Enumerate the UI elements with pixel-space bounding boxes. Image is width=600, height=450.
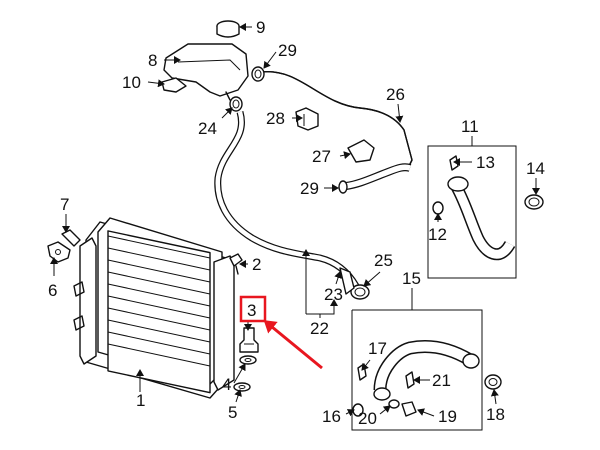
callout-29-lower: 29 bbox=[300, 179, 319, 198]
callout-8: 8 bbox=[148, 51, 157, 70]
highlight-arrow bbox=[263, 320, 323, 370]
callout-10: 10 bbox=[122, 73, 141, 92]
clamp-part-29-upper bbox=[251, 66, 265, 82]
callout-21: 21 bbox=[432, 371, 451, 390]
callout-14: 14 bbox=[526, 159, 545, 178]
highlight-part-3 bbox=[239, 295, 323, 370]
callout-29-upper: 29 bbox=[278, 41, 297, 60]
callout-5: 5 bbox=[228, 403, 237, 422]
callout-9: 9 bbox=[256, 18, 265, 37]
callout-1: 1 bbox=[136, 391, 145, 410]
callout-6: 6 bbox=[48, 281, 57, 300]
hose-part-26 bbox=[261, 71, 413, 169]
bracket-part-10 bbox=[161, 77, 187, 93]
washer-part-20 bbox=[388, 399, 400, 409]
callout-19: 19 bbox=[438, 407, 457, 426]
callout-18: 18 bbox=[486, 405, 505, 424]
callout-24: 24 bbox=[198, 119, 217, 138]
hose-part-29-lower bbox=[338, 163, 412, 194]
hose-part-11 bbox=[447, 176, 516, 261]
expansion-tank-part-8 bbox=[163, 43, 249, 105]
callout-2: 2 bbox=[252, 255, 261, 274]
washer-part-4 bbox=[239, 355, 257, 365]
clamp-part-24 bbox=[229, 96, 243, 112]
bracket-part-27 bbox=[347, 139, 375, 163]
drain-plug-part-3 bbox=[239, 327, 259, 353]
sensor-part-19 bbox=[401, 401, 417, 417]
callout-23: 23 bbox=[324, 285, 343, 304]
callout-22: 22 bbox=[310, 319, 329, 338]
group-box-part-15 bbox=[351, 309, 483, 431]
bleed-hose bbox=[214, 111, 360, 288]
clamp-part-12 bbox=[432, 201, 444, 215]
callout-20: 20 bbox=[358, 409, 377, 428]
clip-part-7 bbox=[61, 229, 81, 247]
clip-part-21 bbox=[405, 371, 415, 389]
cap-part-9 bbox=[216, 20, 240, 38]
hose-part-15 bbox=[373, 340, 480, 401]
radiator bbox=[73, 217, 235, 399]
leader-lines bbox=[50, 23, 540, 417]
clamp-part-14 bbox=[524, 194, 544, 210]
callout-labels: 1 2 3 4 5 6 7 8 9 10 11 12 13 14 15 16 1… bbox=[48, 18, 545, 428]
bracket-part-6 bbox=[47, 241, 71, 263]
callout-4: 4 bbox=[222, 375, 231, 394]
callout-27: 27 bbox=[312, 147, 331, 166]
callout-13: 13 bbox=[476, 153, 495, 172]
bracket-part-28 bbox=[295, 107, 319, 131]
callout-16: 16 bbox=[322, 407, 341, 426]
callout-28: 28 bbox=[266, 109, 285, 128]
callout-17: 17 bbox=[368, 339, 387, 358]
callout-12: 12 bbox=[428, 225, 447, 244]
clamp-part-25 bbox=[350, 284, 370, 300]
washer-part-5 bbox=[233, 382, 251, 392]
clamp-part-18 bbox=[484, 374, 502, 390]
callout-15: 15 bbox=[402, 269, 421, 288]
callout-25: 25 bbox=[374, 251, 393, 270]
clip-part-13 bbox=[449, 155, 459, 171]
callout-3: 3 bbox=[247, 301, 256, 320]
hose-end-part-23 bbox=[339, 267, 355, 295]
highlight-box bbox=[239, 295, 267, 323]
callout-7: 7 bbox=[60, 195, 69, 214]
callout-11: 11 bbox=[461, 117, 479, 136]
callout-26: 26 bbox=[386, 85, 405, 104]
